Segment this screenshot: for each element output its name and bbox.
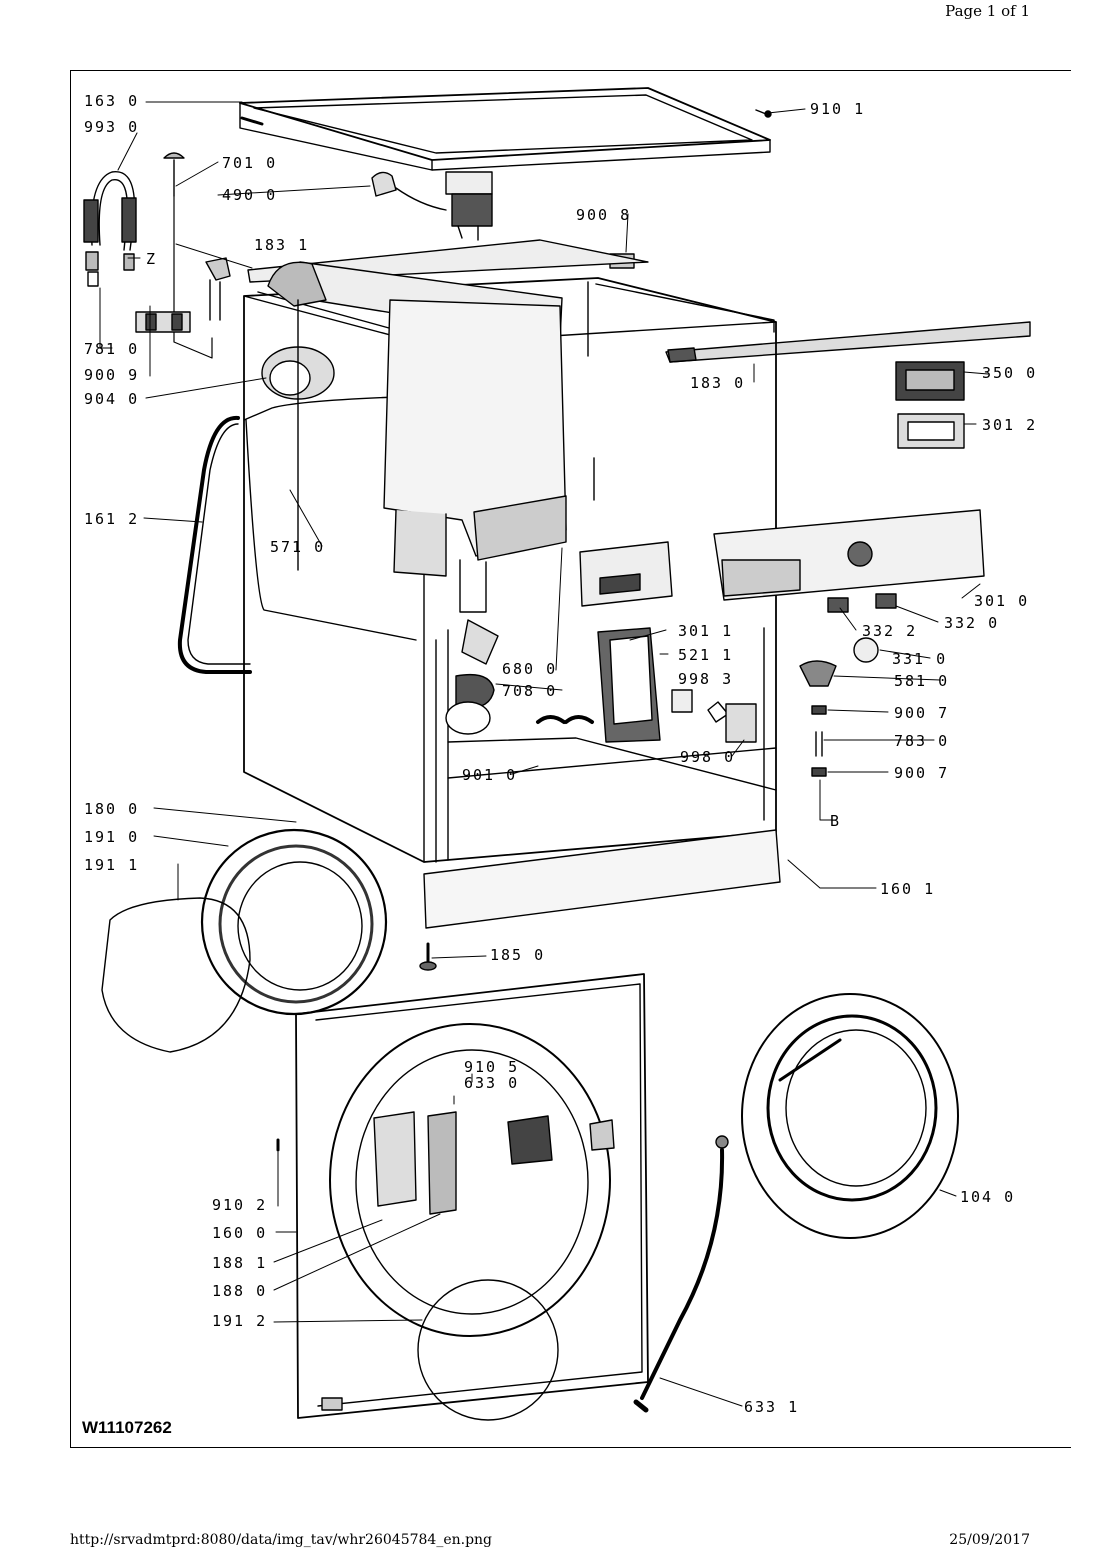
door [741,993,959,1239]
page-number: Page 1 of 1 [945,2,1030,20]
model-code: W11107262 [82,1418,172,1437]
part-label-160-1: 160 1 [880,880,936,898]
part-label-701-0: 701 0 [222,154,278,172]
part-label-998-0: 998 0 [680,748,736,766]
bottom-kickplate [423,829,781,929]
labels-stickers [671,689,757,743]
part-label-188-1: 188 1 [212,1254,268,1272]
water-valve [135,311,191,333]
part-label-350-0: 350 0 [982,364,1038,382]
part-label-910-2: 910 2 [212,1196,268,1214]
part-label-331-0: 331 0 [892,650,948,668]
control-panel-parts [579,541,673,743]
part-label-191-2: 191 2 [212,1312,268,1330]
control-panel [713,509,985,601]
electronic-board [895,361,965,449]
part-label-581-0: 581 0 [894,672,950,690]
part-label-z: Z [146,250,158,268]
part-label-301-0: 301 0 [974,592,1030,610]
part-label-185-0: 185 0 [490,946,546,964]
part-label-900-7-lower: 900 7 [894,764,950,782]
part-label-183-1: 183 1 [254,236,310,254]
part-label-188-0: 188 0 [212,1282,268,1300]
top-cover [239,87,771,171]
damper-supports [536,715,594,724]
part-label-183-0: 183 0 [690,374,746,392]
part-label-998-3: 998 3 [678,670,734,688]
part-label-910-5: 910 5 [464,1058,520,1076]
part-label-708-0: 708 0 [502,682,558,700]
part-label-910-1: 910 1 [810,100,866,118]
detergent-dispenser [267,261,567,613]
part-label-680-0: 680 0 [502,660,558,678]
part-label-332-0: 332 0 [944,614,1000,632]
part-label-104-0: 104 0 [960,1188,1016,1206]
part-label-900-7-upper: 900 7 [894,704,950,722]
part-label-900-8: 900 8 [576,206,632,224]
part-label-191-1: 191 1 [84,856,140,874]
part-label-904-0: 904 0 [84,390,140,408]
part-label-900-9: 900 9 [84,366,140,384]
part-label-633-0: 633 0 [464,1074,520,1092]
part-label-161-2: 161 2 [84,510,140,528]
part-label-901-0: 901 0 [462,766,518,784]
wire-harness [633,1135,729,1413]
part-label-993-0: 993 0 [84,118,140,136]
part-label-571-0: 571 0 [270,538,326,556]
part-label-301-2: 301 2 [982,416,1038,434]
part-label-521-1: 521 1 [678,646,734,664]
front-panel [276,973,649,1421]
part-label-781-0: 781 0 [84,340,140,358]
inlet-hose [83,171,137,287]
buttons-knobs [799,593,897,777]
hose-pipe [163,152,213,359]
part-label-191-0: 191 0 [84,828,140,846]
leader-lines [99,101,989,1407]
elbow-pipe [205,257,231,321]
part-label-633-1: 633 1 [744,1398,800,1416]
screw-top [755,109,772,118]
part-label-160-0: 160 0 [212,1224,268,1242]
water-valve-assembly [371,171,493,241]
part-label-b: B [830,812,842,830]
part-label-490-0: 490 0 [222,186,278,204]
part-label-332-2: 332 2 [862,622,918,640]
foot [419,942,437,971]
footer-date: 25/09/2017 [949,1532,1030,1548]
part-label-783-0: 783 0 [894,732,950,750]
drawing-frame [70,70,1071,1448]
part-label-180-0: 180 0 [84,800,140,818]
part-label-163-0: 163 0 [84,92,140,110]
side-strap [177,415,252,674]
part-label-301-1: 301 1 [678,622,734,640]
door-seal [101,828,388,1053]
drain-hose [445,619,499,735]
footer-url: http://srvadmtprd:8080/data/img_tav/whr2… [70,1532,493,1548]
